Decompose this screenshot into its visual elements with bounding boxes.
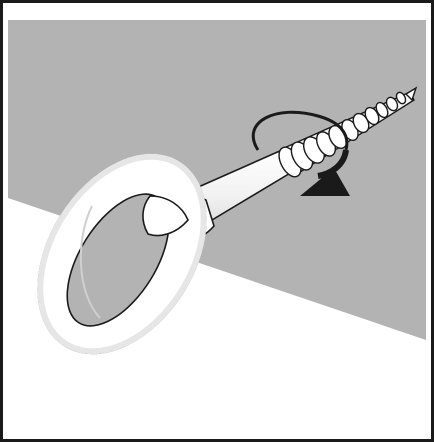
screw-eye-ring [37,153,207,355]
screw-thread [278,86,418,178]
rotation-arrow [251,110,350,196]
